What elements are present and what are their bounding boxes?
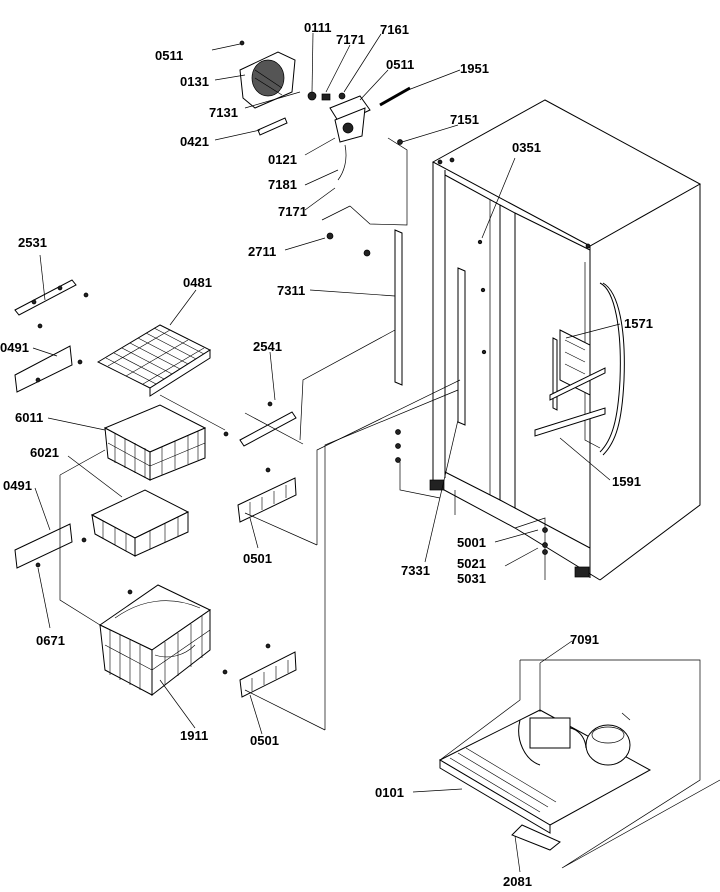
machine-compartment-0101 — [438, 663, 652, 851]
label-0111: 0111 — [304, 20, 332, 35]
label-2711: 2711 — [248, 244, 276, 259]
label-0481: 0481 — [183, 275, 212, 290]
label-0491: 0491 — [0, 340, 29, 355]
label-2081: 2081 — [503, 874, 532, 889]
label-7131: 7131 — [209, 105, 238, 120]
screw — [363, 249, 371, 257]
label-0491: 0491 — [3, 478, 32, 493]
label-5001: 5001 — [457, 535, 486, 550]
label-0121: 0121 — [268, 152, 297, 167]
label-7171: 7171 — [336, 32, 365, 47]
part-2711-clip — [326, 232, 334, 240]
liner-trim-7311 — [394, 229, 403, 386]
basket-rail-0501-upper — [237, 467, 297, 523]
label-7151: 7151 — [450, 112, 479, 127]
label-5021: 5021 — [457, 556, 486, 571]
wire-basket-6011 — [103, 404, 207, 481]
label-0101: 0101 — [375, 785, 404, 800]
label-5031: 5031 — [457, 571, 486, 586]
label-7171: 7171 — [278, 204, 307, 219]
label-2541: 2541 — [253, 339, 282, 354]
label-7091: 7091 — [570, 632, 599, 647]
label-7161: 7161 — [380, 22, 409, 37]
label-1911: 1911 — [180, 728, 208, 743]
assembly-outline-lines — [59, 137, 720, 869]
liner-trim-7331 — [457, 267, 466, 426]
part-number-labels: 0111 7171 7161 0511 0511 1951 0131 7131 … — [0, 20, 653, 889]
refrigerator-cabinet — [429, 99, 702, 581]
label-1951: 1951 — [460, 61, 489, 76]
evaporator-fan-assembly — [239, 40, 411, 181]
shelf-rail-2541 — [223, 401, 297, 447]
label-6011: 6011 — [15, 410, 43, 425]
wire-basket-6021 — [90, 489, 190, 557]
label-0421: 0421 — [180, 134, 209, 149]
shelf-rail-2531 — [14, 279, 89, 329]
wire-shelf-0481 — [96, 324, 212, 397]
label-0671: 0671 — [36, 633, 65, 648]
wire-basket-1911 — [99, 584, 211, 697]
label-2531: 2531 — [18, 235, 47, 250]
shelf-rail-0491-upper — [14, 345, 83, 393]
label-1571: 1571 — [624, 316, 653, 331]
shelf-bracket-1571 — [549, 329, 606, 411]
leader-lines — [32, 32, 621, 873]
label-0511: 0511 — [386, 57, 414, 72]
label-7311: 7311 — [277, 283, 305, 298]
shelf-bracket-1591 — [534, 407, 606, 437]
label-7331: 7331 — [401, 563, 430, 578]
label-6021: 6021 — [30, 445, 59, 460]
label-0131: 0131 — [180, 74, 209, 89]
shelf-rail-0491-lower — [14, 523, 87, 569]
label-0501: 0501 — [243, 551, 272, 566]
label-0511: 0511 — [155, 48, 183, 63]
label-7181: 7181 — [268, 177, 297, 192]
label-0501: 0501 — [250, 733, 279, 748]
label-0351: 0351 — [512, 140, 541, 155]
basket-rail-0501-lower — [222, 643, 297, 698]
label-1591: 1591 — [612, 474, 641, 489]
